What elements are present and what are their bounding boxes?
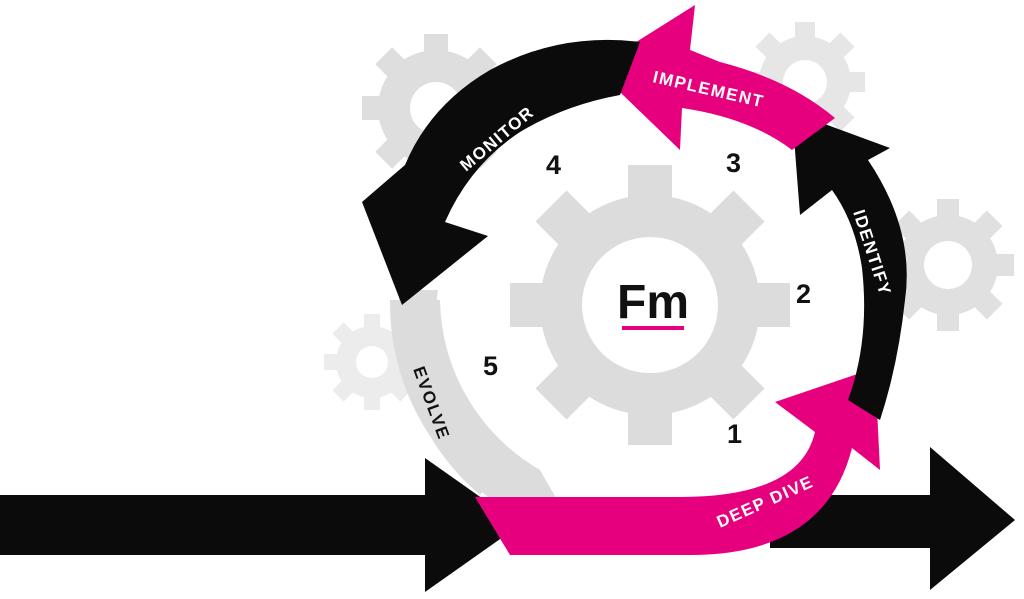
step-number-1: 1	[727, 419, 742, 449]
logo-text: Fm	[617, 276, 689, 329]
step-number-3: 3	[726, 148, 741, 178]
identify-arrow	[792, 112, 907, 420]
step-number-2: 2	[796, 279, 811, 309]
step-number-4: 4	[546, 150, 561, 180]
monitor-arrow	[362, 39, 640, 306]
deep-dive-arrow	[475, 368, 880, 555]
step-number-5: 5	[483, 351, 498, 381]
timeline-arrow	[0, 458, 520, 592]
timeline-arrow-right	[770, 447, 1015, 590]
central-gear-icon	[510, 165, 790, 445]
logo-underline	[622, 326, 684, 330]
implement-arrow	[595, 5, 835, 150]
